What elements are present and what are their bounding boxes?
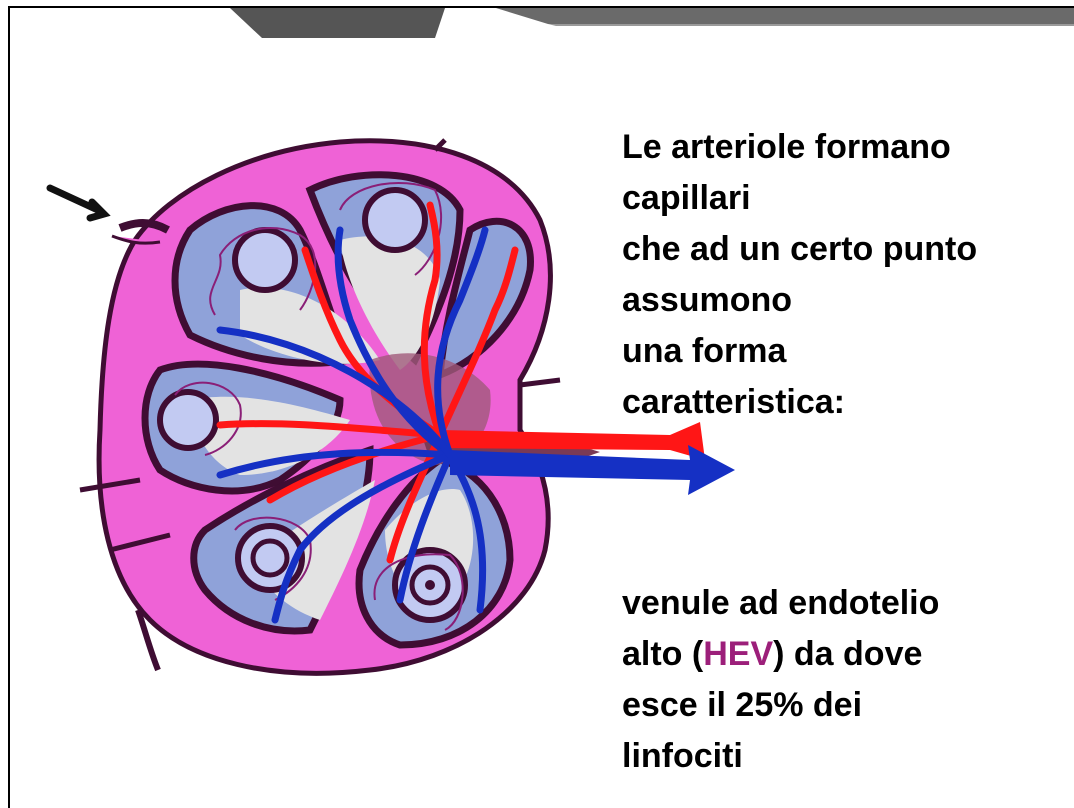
hev-highlight: HEV [703, 635, 773, 673]
caption-bottom-before: alto ( [622, 635, 703, 673]
caption-bottom-line1: venule ad endotelio [622, 584, 939, 622]
caption-bottom: venule ad endotelio alto (HEV) da dove esc… [622, 527, 1074, 782]
caption-top: Le arteriole formano capillari che ad un… [622, 122, 1074, 428]
caption-bottom-after: ) da dove [773, 635, 922, 673]
afferent-arrow-icon [50, 188, 104, 218]
caption-bottom-rest: esce il 25% dei linfociti [622, 686, 862, 775]
